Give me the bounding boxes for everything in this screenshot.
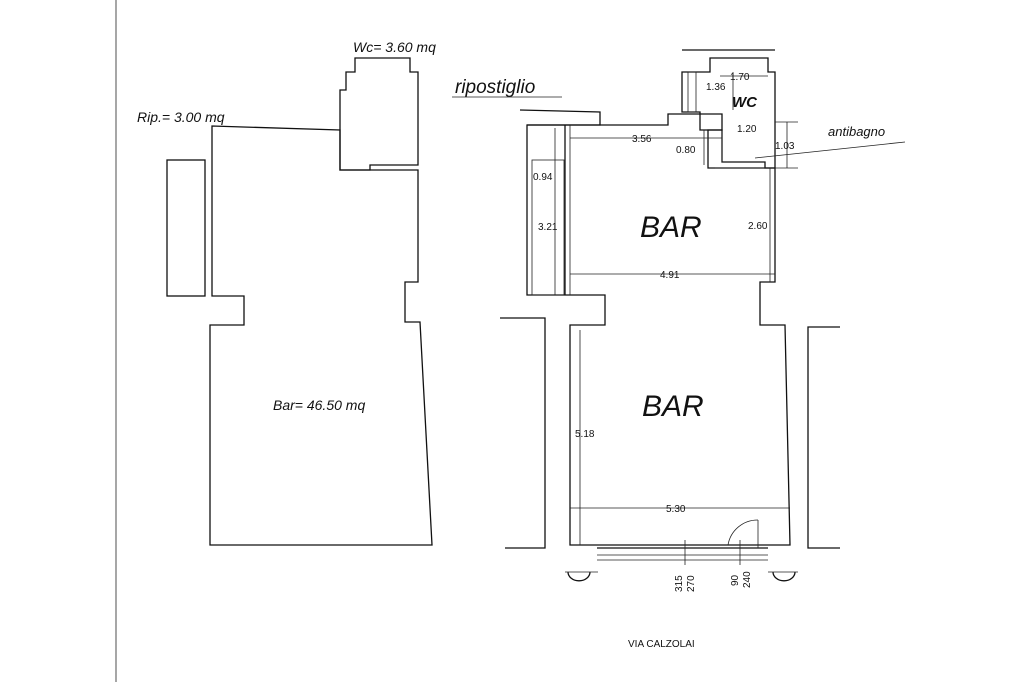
street-name: VIA CALZOLAI	[628, 639, 695, 650]
left-column-base	[567, 571, 591, 582]
dim-rip-height: 3.21	[538, 222, 558, 233]
right-dimensioned-plan: ripostiglio WC antibagno BAR BAR 1.70 1.…	[452, 49, 906, 650]
dim-top-span: 3.56	[632, 134, 652, 145]
left-rip-area-label: Rip.= 3.00 mq	[137, 109, 225, 125]
dim-wc-height: 1.36	[706, 82, 726, 93]
dim-anti-width: 1.20	[737, 124, 757, 135]
dim-bar-lower-width: 5.30	[666, 504, 686, 515]
left-neighbour-wall	[500, 317, 546, 549]
left-bar-outline	[209, 125, 433, 546]
dim-rip-top: 0.94	[533, 172, 553, 183]
dim-anti-height: 1.03	[775, 141, 795, 152]
dim-bar-lower-height: 5.18	[575, 429, 595, 440]
ripostiglio-label: ripostiglio	[455, 77, 535, 98]
left-wc-outline	[339, 57, 419, 171]
antibagno-label: antibagno	[828, 124, 885, 139]
door-swing-arc	[727, 519, 759, 546]
left-rip-outline	[166, 159, 206, 297]
dim-door-span: 0.80	[676, 145, 696, 156]
dim-front-240: 240	[742, 571, 753, 588]
dim-bar-upper-height: 2.60	[748, 221, 768, 232]
antibagno-leader-line	[754, 141, 906, 159]
right-column-base	[772, 571, 796, 582]
left-bar-area-label: Bar= 46.50 mq	[273, 397, 365, 413]
wc-wall-detail	[687, 71, 697, 113]
bar-lower-label: BAR	[642, 390, 704, 423]
ripostiglio-room	[531, 159, 565, 296]
right-neighbour-wall	[807, 326, 840, 549]
wc-label: WC	[732, 94, 758, 111]
dim-wc-width: 1.70	[730, 72, 750, 83]
left-area-plan: Wc= 3.60 mq Rip.= 3.00 mq Bar= 46.50 mq	[137, 39, 436, 546]
upper-bar-outline	[526, 113, 791, 546]
bar-upper-label: BAR	[640, 211, 702, 244]
dim-bar-upper-width: 4.91	[660, 270, 680, 281]
dim-front-90: 90	[730, 574, 741, 586]
rip-top-ledge	[519, 109, 601, 126]
dim-front-315: 315	[674, 575, 685, 592]
dim-front-270: 270	[686, 575, 697, 592]
left-wc-area-label: Wc= 3.60 mq	[353, 39, 436, 55]
